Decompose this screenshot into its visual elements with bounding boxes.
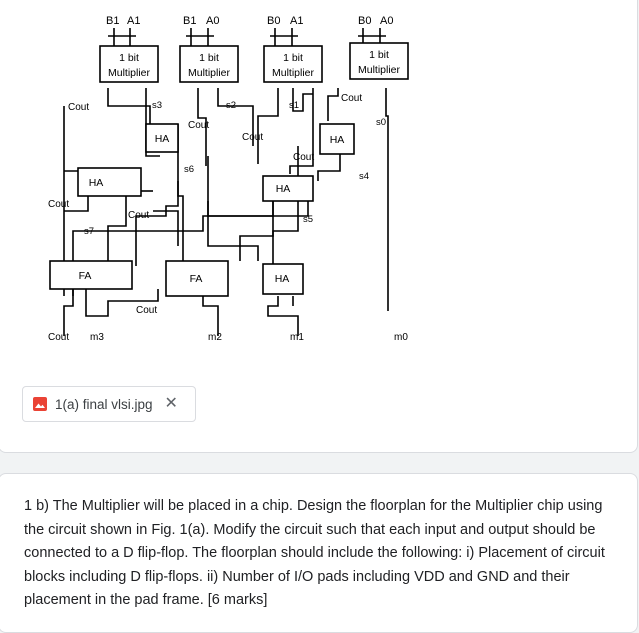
attachment-filename[interactable]: 1(a) final vlsi.jpg <box>55 396 153 412</box>
close-icon[interactable]: ✕ <box>164 395 178 412</box>
multiplier-block: 1 bit Multiplier B1 A0 <box>179 15 239 83</box>
signal-label-s3: s3 <box>152 100 162 111</box>
signal-label-s2: s2 <box>226 100 236 111</box>
signal-label-s4: s4 <box>359 171 369 182</box>
multiplier-input-label: B0 <box>267 15 280 27</box>
multiplier-label-1: 1 bit <box>283 52 303 64</box>
signal-label-s6: s6 <box>184 164 194 175</box>
output-label-m3: m3 <box>90 332 104 343</box>
multiplier-label-2: Multiplier <box>108 67 151 79</box>
full-adder-label: FA <box>190 273 203 285</box>
cout-label: Cout <box>242 132 263 143</box>
multiplier-circuit-diagram: 1 bit Multiplier B1 A1 1 bit Multiplier … <box>48 15 409 343</box>
full-adder: FA <box>49 260 133 290</box>
multiplier-label-1: 1 bit <box>119 52 139 64</box>
multiplier-input-label: B1 <box>183 15 196 27</box>
multiplier-input-label: A1 <box>127 15 140 27</box>
cout-label: Cout <box>293 152 314 163</box>
multiplier-label-2: Multiplier <box>188 67 231 79</box>
multiplier-block: 1 bit Multiplier B1 A1 <box>99 15 159 83</box>
output-label-m2: m2 <box>208 332 222 343</box>
image-file-icon <box>33 397 47 411</box>
output-label-cout: Cout <box>48 332 69 343</box>
question-card <box>0 473 638 633</box>
half-adder: HA <box>262 175 314 202</box>
cout-label: Cout <box>128 210 149 221</box>
multiplier-block: 1 bit Multiplier B0 A1 <box>263 15 323 83</box>
multiplier-block: 1 bit Multiplier B0 A0 <box>349 15 409 80</box>
attachment-chip[interactable]: 1(a) final vlsi.jpg ✕ <box>22 386 196 422</box>
multiplier-label-1: 1 bit <box>369 49 389 61</box>
half-adder-label: HA <box>89 177 104 189</box>
half-adder-label: HA <box>275 273 290 285</box>
signal-label-s0: s0 <box>376 117 386 128</box>
cout-label: Cout <box>136 305 157 316</box>
half-adder: HA <box>262 263 304 295</box>
multiplier-input-label: A0 <box>206 15 219 27</box>
multiplier-input-label: A0 <box>380 15 393 27</box>
cout-label: Cout <box>188 120 209 131</box>
multiplier-input-label: A1 <box>290 15 303 27</box>
half-adder: HA <box>145 123 179 153</box>
signal-label-s1: s1 <box>289 100 299 111</box>
half-adder-label: HA <box>155 133 170 145</box>
multiplier-label-1: 1 bit <box>199 52 219 64</box>
cout-label: Cout <box>68 102 89 113</box>
cout-label: Cout <box>48 199 69 210</box>
half-adder: HA <box>77 167 142 197</box>
full-adder-label: FA <box>79 270 92 282</box>
half-adder: HA <box>319 123 355 155</box>
question-text: 1 b) The Multiplier will be placed in a … <box>24 498 605 608</box>
output-label-m1: m1 <box>290 332 304 343</box>
signal-label-s7: s7 <box>84 226 94 237</box>
half-adder-label: HA <box>276 183 291 195</box>
half-adder-label: HA <box>330 134 345 146</box>
full-adder: FA <box>165 260 229 297</box>
signal-label-s5: s5 <box>303 214 313 225</box>
multiplier-input-label: B1 <box>106 15 119 27</box>
cout-label: Cout <box>341 93 362 104</box>
multiplier-label-2: Multiplier <box>272 67 315 79</box>
multiplier-input-label: B0 <box>358 15 371 27</box>
output-label-m0: m0 <box>394 332 408 343</box>
multiplier-label-2: Multiplier <box>358 64 401 76</box>
